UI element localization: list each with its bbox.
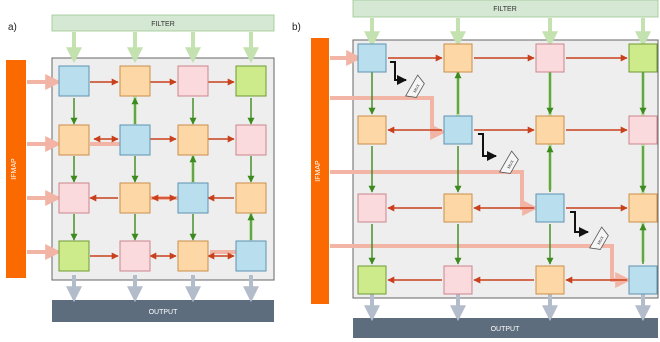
output-arrows [66, 275, 259, 303]
pe-cells-b [357, 43, 658, 295]
pe-cell [235, 240, 267, 272]
horizontal-arrows [89, 78, 235, 260]
pe-cell [535, 265, 565, 295]
ifmap-label: IFMAP [315, 160, 322, 182]
mux-control-arrows [390, 61, 589, 237]
pe-cell [58, 182, 90, 214]
pe-cells-a [58, 65, 267, 272]
panel-a-label: a) [8, 22, 17, 33]
mux-block: MUX [589, 226, 609, 250]
filter-label: FILTER [493, 6, 517, 13]
pe-cell [357, 265, 387, 295]
pe-cell [535, 115, 565, 145]
pe-cell [235, 182, 267, 214]
mux-label: MUX [506, 159, 515, 169]
pe-cell [357, 115, 387, 145]
mux-label: MUX [596, 235, 605, 245]
pe-cell [177, 240, 209, 272]
horizontal-arrows [387, 54, 628, 284]
mux-block: MUX [499, 150, 519, 174]
pe-cell [535, 43, 565, 73]
pe-cell [235, 124, 267, 156]
pe-cell [235, 65, 267, 97]
panel-a: a) FILTER IFMAP OUTPUT [6, 14, 275, 322]
pe-cell [443, 43, 473, 73]
pe-cell [119, 240, 151, 272]
filter-label: FILTER [151, 21, 175, 28]
mux-group: MUX MUX MUX [405, 74, 609, 250]
pe-cell [177, 124, 209, 156]
output-bar [52, 300, 274, 322]
ifmap-feed-arrows [27, 74, 62, 260]
pe-cell [628, 115, 658, 145]
output-arrows [364, 294, 651, 322]
filter-feed-arrows [66, 32, 259, 64]
pe-cell [628, 193, 658, 223]
pe-cell [443, 115, 473, 145]
pe-cell [443, 193, 473, 223]
pe-cell [119, 124, 151, 156]
filter-bar [352, 0, 659, 18]
pe-cell [628, 265, 658, 295]
pe-cell [177, 65, 209, 97]
output-label: OUTPUT [149, 309, 179, 316]
vertical-arrows [368, 71, 647, 265]
vertical-arrows [70, 97, 255, 241]
pe-cell [119, 182, 151, 214]
pe-cell [177, 182, 209, 214]
filter-bar [51, 14, 275, 32]
ifmap-bar [6, 60, 26, 278]
ifmap-bar [311, 38, 329, 304]
output-label: OUTPUT [491, 326, 521, 333]
panel-b: b) FILTER IFMAP OUTPUT [292, 0, 659, 338]
pe-cell [443, 265, 473, 295]
pe-cell [628, 43, 658, 73]
pe-cell [58, 65, 90, 97]
mux-block: MUX [405, 74, 425, 98]
ifmap-label: IFMAP [11, 158, 18, 180]
pe-cell [535, 193, 565, 223]
pe-cell [58, 124, 90, 156]
pe-cell [119, 65, 151, 97]
pe-cell [357, 43, 387, 73]
mux-label: MUX [412, 83, 421, 93]
output-bar [353, 318, 658, 338]
pe-cell [58, 240, 90, 272]
pe-cell [357, 193, 387, 223]
panel-b-label: b) [292, 22, 301, 33]
